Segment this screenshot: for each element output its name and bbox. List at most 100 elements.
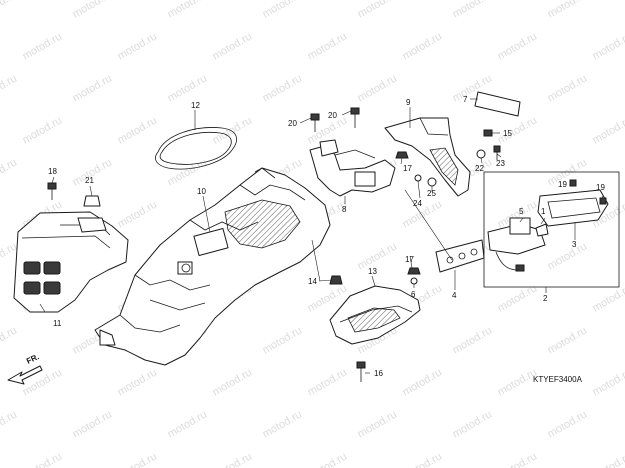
callout-22: 22 — [475, 164, 484, 173]
callout-9: 9 — [406, 98, 411, 107]
watermark-text: motod.ru — [21, 114, 65, 146]
direction-label: FR. — [25, 352, 40, 366]
callout-24: 24 — [413, 199, 422, 208]
part-light-assembly-frame — [483, 171, 620, 288]
part-license-bracket — [384, 117, 471, 197]
watermark-text: motod.ru — [0, 324, 19, 356]
watermark-text: motod.ru — [546, 72, 590, 104]
watermark-text: motod.ru — [591, 30, 625, 62]
part-screw-23 — [493, 145, 501, 160]
watermark-text: motod.ru — [401, 198, 445, 230]
callout-16: 16 — [374, 369, 383, 378]
watermark-text: motod.ru — [401, 30, 445, 62]
callout-25: 25 — [427, 189, 436, 198]
watermark-text: motod.ru — [211, 30, 255, 62]
watermark-text: motod.ru — [21, 30, 65, 62]
watermark-text: motod.ru — [546, 156, 590, 188]
part-screw-18 — [47, 182, 57, 200]
callout-15: 15 — [503, 129, 512, 138]
watermark-text: motod.ru — [306, 450, 350, 468]
watermark-text: motod.ru — [591, 366, 625, 398]
callout-20-left: 20 — [288, 119, 297, 128]
watermark-text: motod.ru — [211, 114, 255, 146]
watermark-text: motod.ru — [21, 366, 65, 398]
watermark-text: motod.ru — [451, 324, 495, 356]
callout-6: 6 — [411, 290, 416, 299]
watermark-text: motod.ru — [261, 324, 305, 356]
part-lower-cover — [329, 285, 421, 345]
part-grommet-15 — [483, 129, 493, 137]
callout-12: 12 — [191, 101, 200, 110]
watermark-text: motod.ru — [546, 240, 590, 272]
watermark-text: motod.ru — [401, 366, 445, 398]
watermark-text: motod.ru — [496, 450, 540, 468]
watermark-text: motod.ru — [546, 324, 590, 356]
callout-8: 8 — [342, 205, 347, 214]
callout-21: 21 — [85, 176, 94, 185]
watermark-text: motod.ru — [306, 30, 350, 62]
watermark-text: motod.ru — [116, 450, 160, 468]
watermark-text: motod.ru — [71, 72, 115, 104]
part-bolt-16 — [356, 361, 366, 382]
part-washer-6 — [410, 277, 418, 285]
part-nut-17a — [395, 151, 409, 159]
watermark-text: motod.ru — [261, 72, 305, 104]
watermark-text: motod.ru — [166, 72, 210, 104]
watermark-text: motod.ru — [116, 30, 160, 62]
leader-lines — [39, 98, 604, 374]
part-reflector — [474, 91, 521, 117]
watermark-text: motod.ru — [0, 156, 19, 188]
watermark-text: motod.ru — [0, 72, 19, 104]
watermark-text: motod.ru — [211, 366, 255, 398]
watermark-text: motod.ru — [356, 72, 400, 104]
callout-5: 5 — [519, 207, 524, 216]
watermark-text: motod.ru — [451, 408, 495, 440]
watermark-text: motod.ru — [356, 240, 400, 272]
callout-19-left: 19 — [558, 180, 567, 189]
part-bolt-20b — [350, 107, 360, 128]
part-nut-22 — [476, 149, 486, 159]
part-clip-21 — [83, 195, 101, 207]
watermark-text: motod.ru — [71, 408, 115, 440]
part-bracket — [309, 139, 396, 197]
watermark-text: motod.ru — [261, 0, 305, 21]
callout-4: 4 — [452, 291, 457, 300]
watermark-text: motod.ru — [71, 0, 115, 21]
part-rear-fender — [94, 167, 331, 366]
callout-10: 10 — [197, 187, 206, 196]
callout-2: 2 — [543, 294, 548, 303]
watermark-text: motod.ru — [546, 408, 590, 440]
watermark-text: motod.ru — [261, 408, 305, 440]
watermark-text: motod.ru — [116, 114, 160, 146]
part-washer-25 — [427, 177, 437, 187]
part-screw-19a — [569, 179, 577, 187]
callout-19-right: 19 — [596, 183, 605, 192]
watermark-text: motod.ru — [0, 0, 19, 21]
part-side-cover — [13, 211, 129, 313]
callout-3: 3 — [572, 240, 577, 249]
callout-13: 13 — [368, 267, 377, 276]
watermark-text: motod.ru — [166, 408, 210, 440]
callout-labels: 1 2 3 4 5 6 7 8 9 10 11 12 13 14 15 16 1… — [48, 95, 605, 378]
watermark-text: motod.ru — [496, 30, 540, 62]
watermark-text: motod.ru — [356, 408, 400, 440]
watermark-text: motod.ru — [546, 0, 590, 21]
watermark-text: motod.ru — [21, 450, 65, 468]
watermark-text: motod.ru — [401, 450, 445, 468]
watermark-text: motod.ru — [166, 0, 210, 21]
callout-11: 11 — [53, 319, 62, 328]
callout-7: 7 — [463, 95, 468, 104]
drawing-code: KTYEF3400A — [533, 375, 583, 384]
callout-23: 23 — [496, 159, 505, 168]
callout-14: 14 — [308, 277, 317, 286]
callout-20-right: 20 — [328, 111, 337, 120]
watermark-text: motod.ru — [166, 156, 210, 188]
callout-17-lower: 17 — [405, 255, 414, 264]
watermark-text: motod.ru — [211, 450, 255, 468]
part-washer-24 — [414, 174, 422, 182]
watermark-text: motod.ru — [591, 450, 625, 468]
watermark-text: motod.ru — [116, 198, 160, 230]
part-nut-17b — [407, 267, 421, 275]
